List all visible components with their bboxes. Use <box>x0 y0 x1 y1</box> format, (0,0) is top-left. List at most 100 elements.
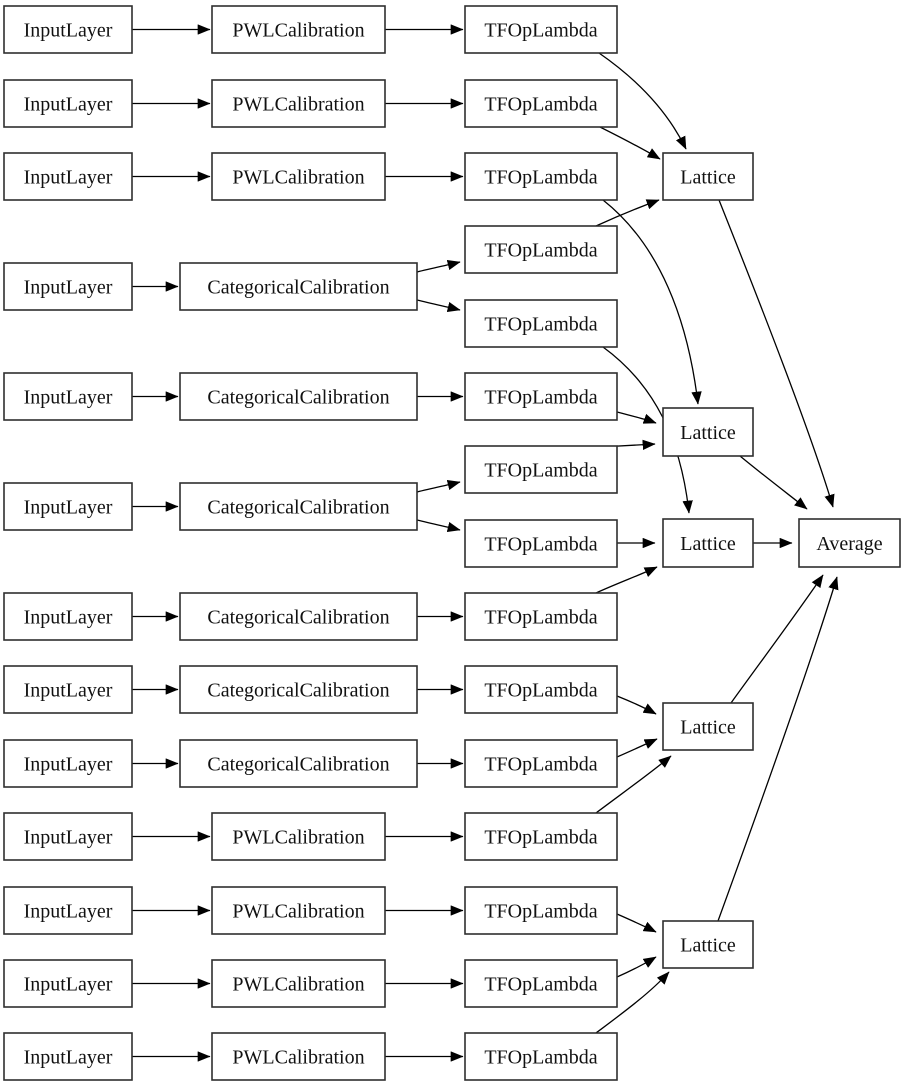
categorical-calibration-box <box>179 482 418 531</box>
tfop-lambda-label: TFOpLambda <box>484 754 597 776</box>
input-label: InputLayer <box>24 827 113 849</box>
node-pwl-calibration-cal1: PWLCalibration <box>211 5 386 54</box>
pwl-calibration-label: PWLCalibration <box>232 94 364 116</box>
input-label: InputLayer <box>24 167 113 189</box>
tfop-lambda-box <box>464 299 618 348</box>
edge-cal6-to-t7 <box>416 479 461 493</box>
tfop-lambda-label: TFOpLambda <box>484 94 597 116</box>
node-pwl-calibration-cal11: PWLCalibration <box>211 886 386 935</box>
tfop-lambda-box <box>464 886 618 935</box>
categorical-calibration-label: CategoricalCalibration <box>207 277 389 299</box>
input-box <box>3 372 133 421</box>
pwl-calibration-box <box>211 886 386 935</box>
tfop-lambda-box <box>464 225 618 274</box>
node-tfop-lambda-t9: TFOpLambda <box>464 592 618 641</box>
input-box <box>3 1032 133 1081</box>
edge-t11-to-lat4 <box>616 738 658 758</box>
tfop-lambda-box <box>464 372 618 421</box>
tfop-lambda-label: TFOpLambda <box>484 974 597 996</box>
node-input-in11: InputLayer <box>3 886 133 935</box>
node-categorical-calibration-cal7: CategoricalCalibration <box>179 592 418 641</box>
edge-t2-to-lat1 <box>599 126 661 160</box>
node-lattice-lat3: Lattice <box>662 518 754 568</box>
pwl-calibration-label: PWLCalibration <box>232 167 364 189</box>
input-label: InputLayer <box>24 277 113 299</box>
categorical-calibration-box <box>179 372 418 421</box>
node-pwl-calibration-cal12: PWLCalibration <box>211 959 386 1008</box>
input-label: InputLayer <box>24 607 113 629</box>
node-tfop-lambda-t3: TFOpLambda <box>464 152 618 201</box>
node-input-in1: InputLayer <box>3 5 133 54</box>
lattice-label: Lattice <box>680 422 736 444</box>
input-label: InputLayer <box>24 1047 113 1069</box>
tfop-lambda-box <box>464 959 618 1008</box>
tfop-lambda-label: TFOpLambda <box>484 607 597 629</box>
pwl-calibration-label: PWLCalibration <box>232 1047 364 1069</box>
tfop-lambda-box <box>464 812 618 861</box>
lattice-label: Lattice <box>680 533 736 555</box>
tfop-lambda-box <box>464 152 618 201</box>
categorical-calibration-label: CategoricalCalibration <box>207 607 389 629</box>
node-tfop-lambda-t14: TFOpLambda <box>464 959 618 1008</box>
pwl-calibration-box <box>211 959 386 1008</box>
node-input-in4: InputLayer <box>3 262 133 311</box>
input-label: InputLayer <box>24 901 113 923</box>
input-label: InputLayer <box>24 94 113 116</box>
lattice-label: Lattice <box>680 167 736 189</box>
node-tfop-lambda-t8: TFOpLambda <box>464 519 618 568</box>
edge-t10-to-lat4 <box>616 695 657 715</box>
node-tfop-lambda-t15: TFOpLambda <box>464 1032 618 1081</box>
tfop-lambda-label: TFOpLambda <box>484 901 597 923</box>
categorical-calibration-box <box>179 262 418 311</box>
node-categorical-calibration-cal8: CategoricalCalibration <box>179 665 418 714</box>
pwl-calibration-label: PWLCalibration <box>232 901 364 923</box>
node-input-in6: InputLayer <box>3 482 133 531</box>
node-input-in7: InputLayer <box>3 592 133 641</box>
node-pwl-calibration-cal13: PWLCalibration <box>211 1032 386 1081</box>
categorical-calibration-box <box>179 665 418 714</box>
node-categorical-calibration-cal5: CategoricalCalibration <box>179 372 418 421</box>
input-box <box>3 262 133 311</box>
node-input-in8: InputLayer <box>3 665 133 714</box>
node-pwl-calibration-cal10: PWLCalibration <box>211 812 386 861</box>
input-box <box>3 665 133 714</box>
tfop-lambda-box <box>464 592 618 641</box>
average-box <box>798 518 901 568</box>
edge-t4-to-lat1 <box>595 199 660 227</box>
tfop-lambda-label: TFOpLambda <box>484 240 597 262</box>
categorical-calibration-box <box>179 592 418 641</box>
node-tfop-lambda-t5: TFOpLambda <box>464 299 618 348</box>
edge-t3-to-lat2 <box>602 199 702 405</box>
input-label: InputLayer <box>24 974 113 996</box>
node-categorical-calibration-cal6: CategoricalCalibration <box>179 482 418 531</box>
lattice-box <box>662 920 754 969</box>
pwl-calibration-box <box>211 1032 386 1081</box>
lattice-box <box>662 702 754 751</box>
node-input-in10: InputLayer <box>3 812 133 861</box>
edge-cal6-to-t8 <box>416 519 461 533</box>
tfop-lambda-label: TFOpLambda <box>484 534 597 556</box>
lattice-label: Lattice <box>680 717 736 739</box>
tfop-lambda-box <box>464 1032 618 1081</box>
lattice-box <box>662 152 754 201</box>
input-box <box>3 5 133 54</box>
edge-t6-to-lat2 <box>616 411 657 424</box>
edge-lat2-to-avg <box>739 455 808 510</box>
edge-t12-to-lat4 <box>595 755 672 814</box>
node-input-in9: InputLayer <box>3 739 133 788</box>
pwl-calibration-label: PWLCalibration <box>232 20 364 42</box>
categorical-calibration-label: CategoricalCalibration <box>207 754 389 776</box>
input-box <box>3 739 133 788</box>
tfop-lambda-label: TFOpLambda <box>484 680 597 702</box>
pwl-calibration-label: PWLCalibration <box>232 827 364 849</box>
edge-lat1-to-avg <box>718 199 835 508</box>
pwl-calibration-box <box>211 5 386 54</box>
node-input-in3: InputLayer <box>3 152 133 201</box>
node-tfop-lambda-t7: TFOpLambda <box>464 445 618 494</box>
edges-layer <box>132 24 839 1062</box>
average-label: Average <box>816 533 882 555</box>
edge-cal4-to-t4 <box>416 259 461 273</box>
node-tfop-lambda-t1: TFOpLambda <box>464 5 618 54</box>
